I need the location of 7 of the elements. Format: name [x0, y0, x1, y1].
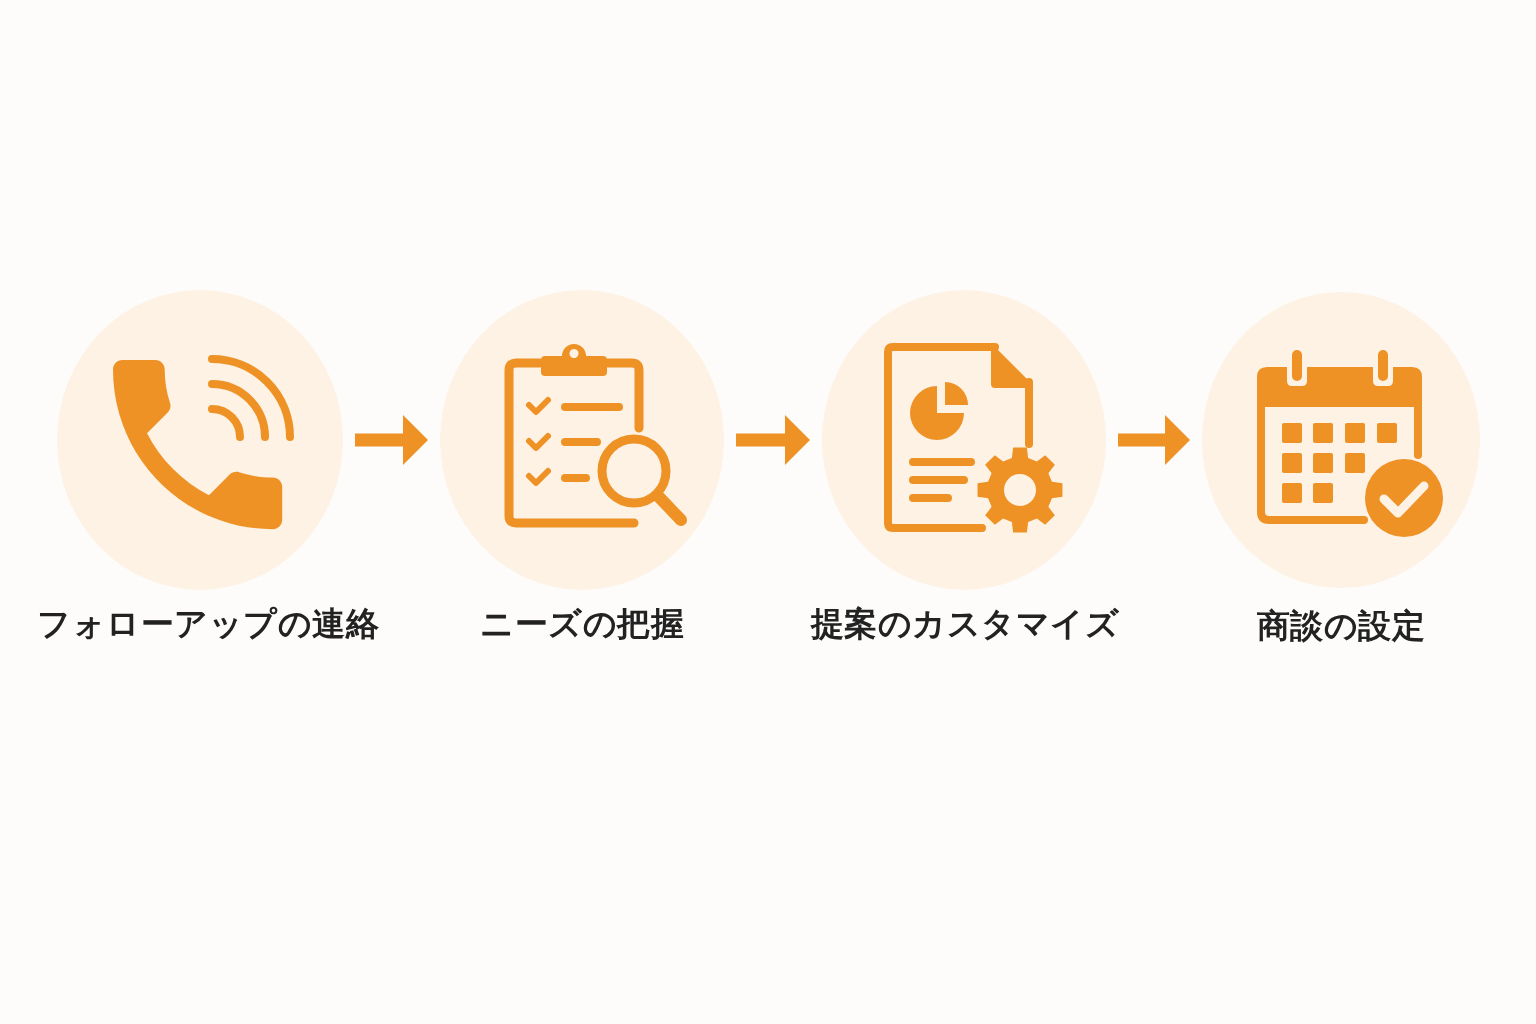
- arrow: [736, 415, 810, 465]
- step-label: 商談の設定: [1256, 606, 1426, 646]
- step-label: 提案のカスタマイズ: [810, 604, 1120, 644]
- arrow: [355, 415, 428, 465]
- arrow: [1118, 415, 1190, 465]
- step-label: ニーズの把握: [480, 604, 684, 644]
- step-label: フォローアップの連絡: [37, 604, 379, 644]
